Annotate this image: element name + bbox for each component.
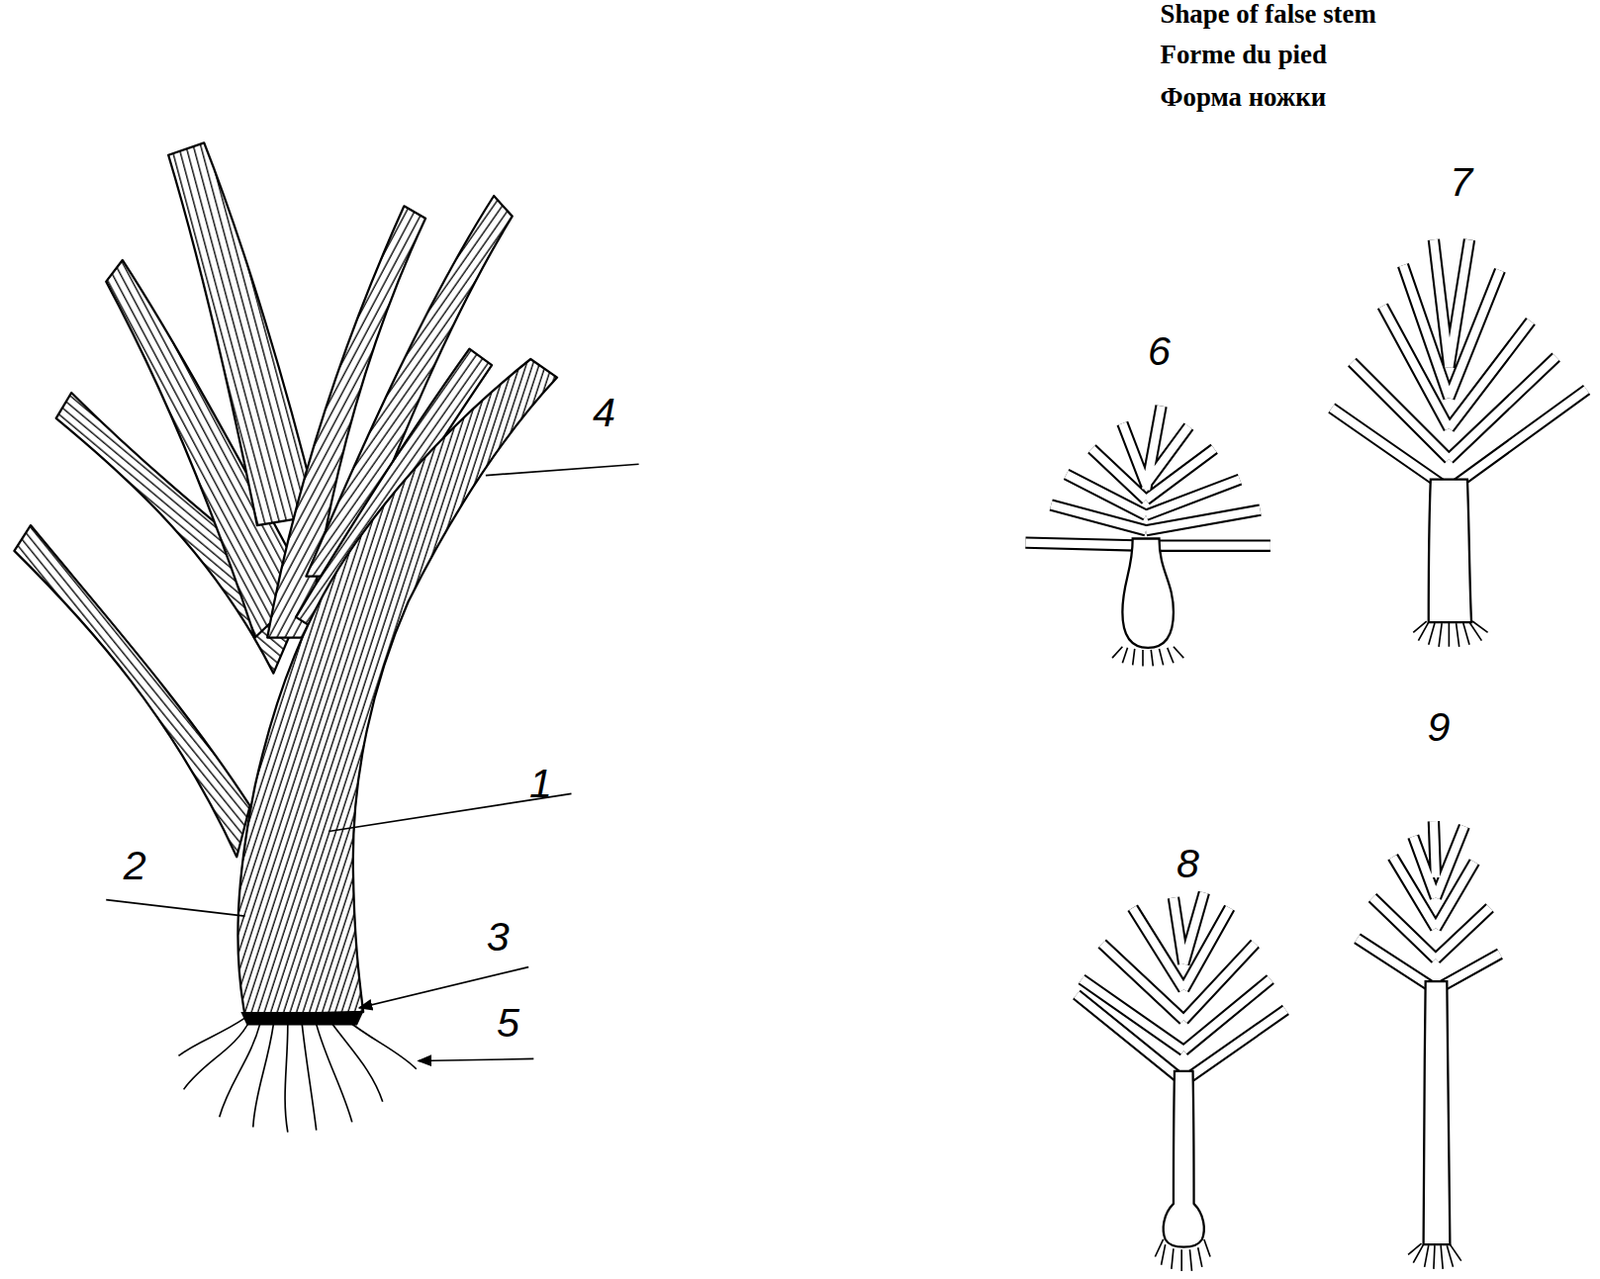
- heading-text: Forme du pied: [1160, 40, 1327, 70]
- leek-roots: [178, 1012, 416, 1133]
- false-stem-shape: [1025, 405, 1271, 666]
- heading-text: Форма ножки: [1160, 84, 1327, 113]
- false-stem-shape: [1357, 821, 1501, 1270]
- leader-lines: [105, 464, 639, 1061]
- false-stem-shape: [1076, 892, 1286, 1272]
- false-stem-shape: [1331, 239, 1588, 647]
- callout-number: 2: [123, 843, 147, 888]
- callout-number: 4: [592, 389, 616, 435]
- callout-number: 8: [1176, 841, 1200, 886]
- leek-leaves: [13, 142, 558, 1016]
- heading-text: Shape of false stem: [1160, 0, 1377, 29]
- callout-number: 3: [486, 914, 510, 959]
- callout-number: 6: [1147, 328, 1171, 374]
- callout-number: 1: [529, 760, 553, 806]
- callout-number: 9: [1427, 704, 1451, 750]
- callout-number: 5: [496, 1000, 520, 1045]
- callout-number: 7: [1449, 159, 1473, 204]
